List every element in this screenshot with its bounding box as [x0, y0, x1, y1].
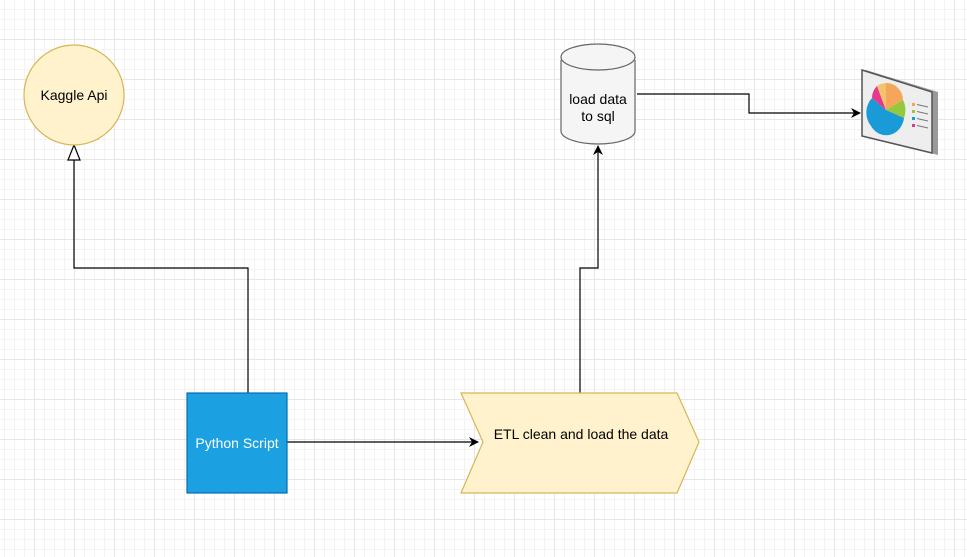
python-script-node[interactable] [186, 392, 288, 494]
etl-step-node[interactable] [460, 392, 700, 494]
database-node[interactable] [560, 43, 636, 145]
edge-etl-to-db[interactable] [579, 145, 603, 393]
edge-db-to-dashboard[interactable] [637, 93, 861, 118]
kaggle-api-node[interactable] [23, 44, 125, 146]
edge-python-to-kaggle[interactable] [67, 143, 249, 393]
dashboard-chart-icon [861, 68, 938, 155]
